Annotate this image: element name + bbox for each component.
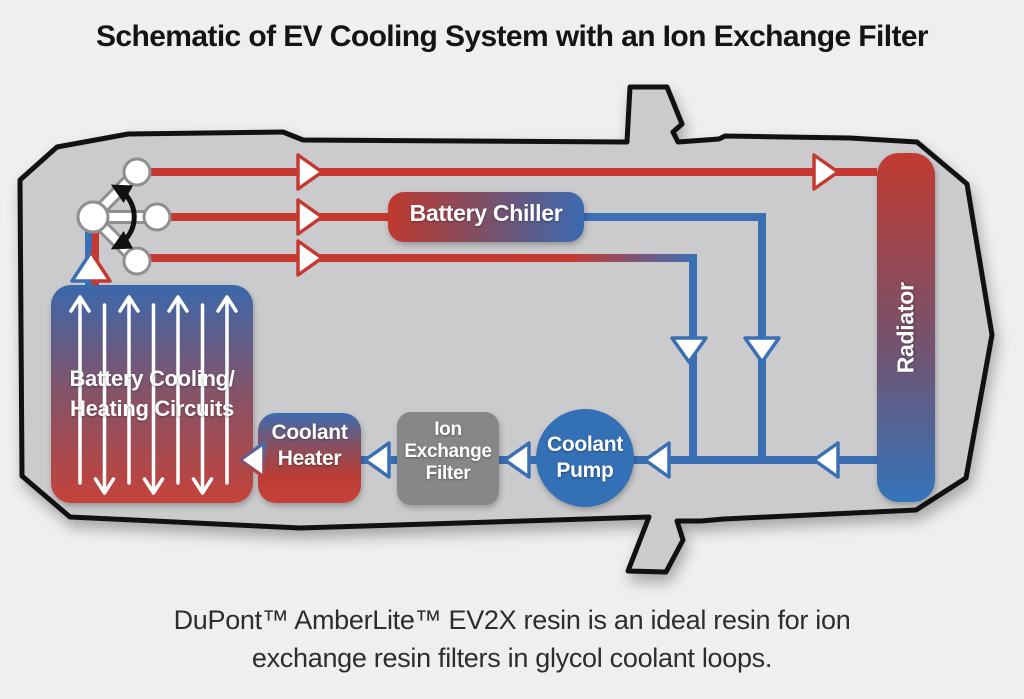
- flow-arrows: [238, 153, 840, 479]
- ion-exchange-filter-box: [397, 412, 499, 505]
- ion-exchange-filter-label-line1: Ion: [434, 419, 462, 440]
- page-title: Schematic of EV Cooling System with an I…: [95, 20, 929, 53]
- coolant-heater-box: [258, 413, 361, 503]
- flow-arrow-left-mixed-icon: [238, 441, 266, 479]
- ion-exchange-filter-label: Ion Exchange Filter: [397, 419, 499, 486]
- flow-arrow-left-icon: [503, 441, 531, 479]
- ion-exchange-filter-label-line3: Filter: [425, 463, 471, 485]
- caption-line-1: DuPont™ AmberLite™ EV2X resin is an idea…: [173, 605, 851, 635]
- battery-circuits-label-line1: Battery Cooling/: [69, 366, 235, 391]
- coolant-heater-label-line1: Coolant: [271, 421, 348, 444]
- radiator-label-text: Radiator: [892, 282, 919, 373]
- flow-arrow-right-icon: [296, 198, 324, 236]
- rotation-arrow-icon: [110, 184, 137, 250]
- flow-arrow-left-icon: [643, 441, 671, 479]
- flow-arrow-right-icon: [812, 153, 840, 191]
- flow-arrow-down-icon: [743, 336, 781, 364]
- flow-arrow-right-icon: [296, 153, 324, 191]
- battery-circuits-label: Battery Cooling/ Heating Circuits: [51, 364, 253, 423]
- radiator-label: Radiator: [877, 153, 935, 502]
- flow-arrow-left-icon: [363, 441, 391, 479]
- battery-chiller-label: Battery Chiller: [409, 200, 563, 226]
- coolant-heater-label: Coolant Heater: [258, 420, 361, 471]
- coolant-pump-label: Coolant Pump: [535, 432, 635, 483]
- valve-hub: [76, 200, 110, 234]
- coolant-pump-circle: [536, 409, 634, 507]
- valve-port-mid: [142, 202, 172, 232]
- flow-arrow-down-icon: [670, 336, 708, 364]
- coolant-pump-label-line1: Coolant: [546, 433, 624, 456]
- caption-line-2: exchange resin filters in glycol coolant…: [251, 642, 773, 673]
- radiator-box: [877, 153, 935, 502]
- ion-exchange-filter-label-line2: Exchange: [404, 441, 492, 463]
- battery-circulation-arrows: [69, 295, 238, 495]
- flow-arrow-left-icon: [812, 441, 840, 479]
- valve-port-top: [122, 157, 152, 187]
- valve-port-bottom: [122, 246, 152, 276]
- flow-arrow-right-icon: [296, 239, 324, 277]
- coolant-pump-label-line2: Pump: [556, 458, 614, 482]
- battery-chiller-box: [388, 192, 584, 242]
- multiway-valve: [76, 157, 172, 276]
- battery-circuits-label-line2: Heating Circuits: [70, 395, 234, 421]
- coolant-heater-label-line2: Heater: [277, 446, 342, 470]
- caption: DuPont™ AmberLite™ EV2X resin is an idea…: [0, 602, 1024, 678]
- mixed-flow-up-arrow-icon: [70, 250, 112, 283]
